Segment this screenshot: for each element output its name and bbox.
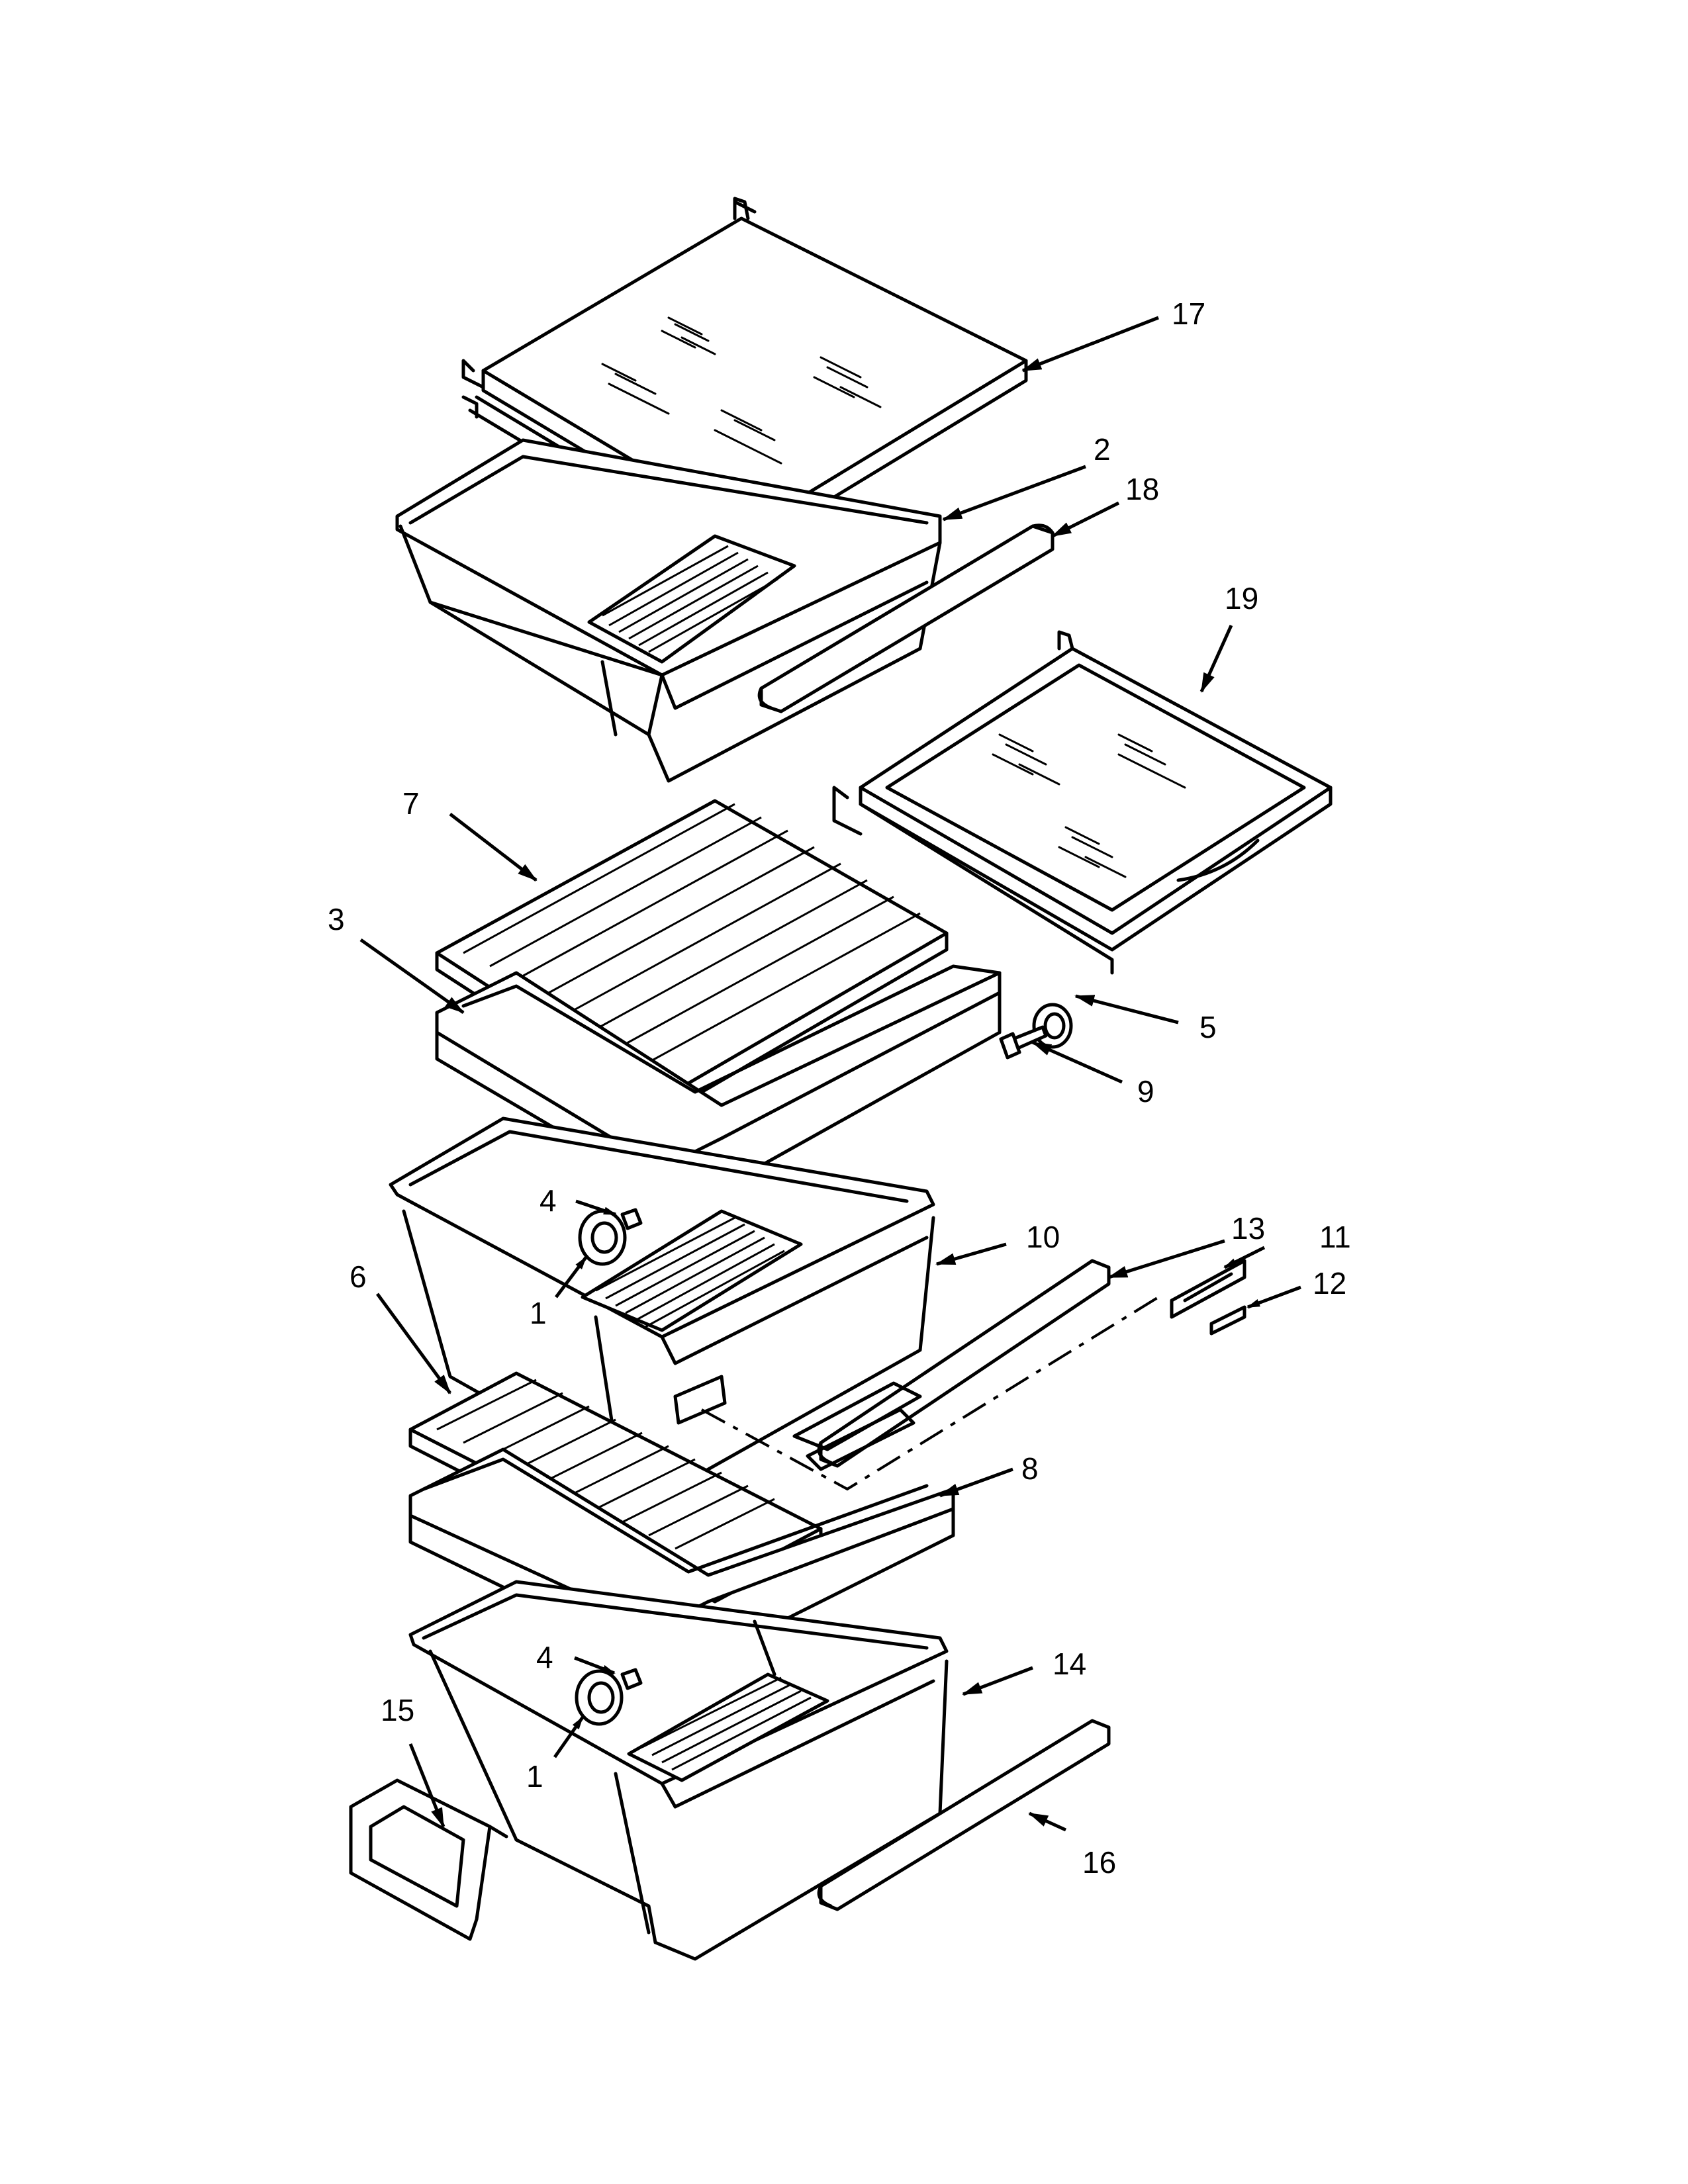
callout-19: 19 xyxy=(1225,581,1258,615)
callout-11: 11 xyxy=(1319,1220,1351,1254)
callout-2: 2 xyxy=(1094,432,1111,467)
part-13-trim-bar xyxy=(817,1259,1111,1468)
callout-14: 14 xyxy=(1053,1647,1086,1681)
assembly-line xyxy=(701,1296,1160,1491)
part-4-screw-middle xyxy=(620,1208,643,1230)
part-1-roller-bottom xyxy=(575,1669,624,1726)
callout-5: 5 xyxy=(1199,1010,1217,1044)
callout-18: 18 xyxy=(1125,472,1159,506)
part-2-crisper-drawer xyxy=(395,438,942,783)
part-16-trim-bar xyxy=(817,1719,1111,1911)
callout-10: 10 xyxy=(1026,1220,1060,1254)
part-9-screw xyxy=(999,1025,1048,1060)
callout-4-middle: 4 xyxy=(539,1183,557,1218)
callout-1-middle: 1 xyxy=(530,1296,547,1330)
callout-13: 13 xyxy=(1231,1211,1265,1246)
callout-15: 15 xyxy=(381,1693,414,1727)
part-12-clip xyxy=(1209,1305,1246,1336)
part-5-roller xyxy=(1032,1003,1073,1049)
callout-16: 16 xyxy=(1082,1845,1116,1880)
callout-1-bottom: 1 xyxy=(526,1759,543,1794)
callout-9: 9 xyxy=(1137,1074,1154,1109)
callout-8: 8 xyxy=(1021,1451,1039,1486)
part-18-trim-bar xyxy=(757,523,1055,713)
callout-4-bottom: 4 xyxy=(536,1640,553,1674)
part-14-crisper-drawer xyxy=(408,1580,949,1961)
part-1-roller-middle xyxy=(578,1209,627,1266)
callout-3: 3 xyxy=(328,902,345,936)
part-19-glass-shelf xyxy=(832,630,1333,975)
part-15-side-panel xyxy=(349,1778,508,1941)
part-11-clip xyxy=(1170,1259,1246,1319)
leader-arrows xyxy=(359,316,1301,1832)
callout-12: 12 xyxy=(1313,1266,1346,1300)
callout-6: 6 xyxy=(350,1259,367,1294)
callout-17: 17 xyxy=(1172,296,1205,331)
callout-7: 7 xyxy=(402,786,420,821)
callout-labels: 17 2 18 19 7 3 5 9 4 10 13 11 12 6 1 8 4… xyxy=(328,296,1351,1880)
part-4-screw-bottom xyxy=(620,1668,643,1690)
